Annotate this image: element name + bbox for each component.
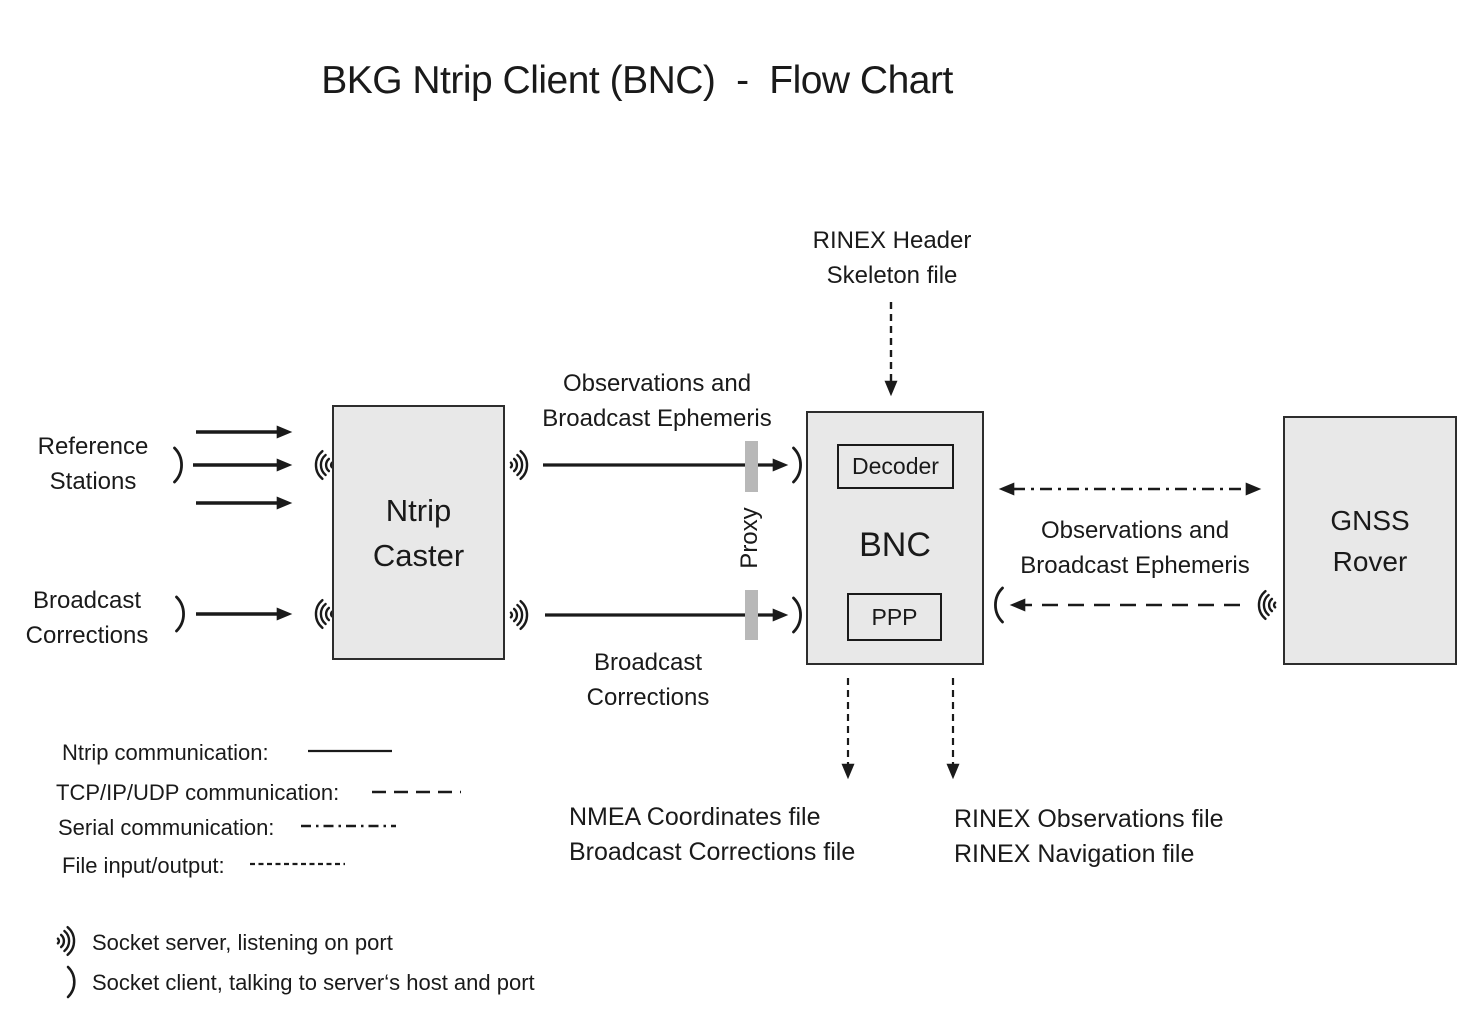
gnss-rover-line1: GNSS [1330,504,1410,536]
nmea-output-label: NMEA Coordinates file Broadcast Correcti… [569,800,899,870]
nmea-output-line1: NMEA Coordinates file [569,803,821,831]
socket-server-icon-caster-out-top [509,450,529,480]
ppp-node: PPP [847,593,942,641]
rinex-output-line1: RINEX Observations file [954,805,1224,833]
obs-ephemeris-bnc-rover-line1: Observations and [1040,517,1230,544]
rinex-output-line2: RINEX Navigation file [954,840,1195,868]
ntrip-caster-node: Ntrip Caster [332,405,505,660]
socket-server-icon-caster-out-bottom [509,600,529,630]
socket-client-icon-legend [66,965,76,999]
gnss-rover-node: GNSS Rover [1283,416,1457,665]
socket-server-icon-rover [1257,590,1277,620]
rinex-output-label: RINEX Observations file RINEX Navigation… [954,802,1284,872]
legend-ntrip-label: Ntrip communication: [62,740,269,765]
bnc-node: Decoder BNC PPP [806,411,984,665]
legend-serial-label: Serial communication: [58,815,275,840]
rinex-header-line1: RINEX Header [812,227,972,254]
proxy-label: Proxy [736,507,763,569]
broadcast-corrections-in-line2: Corrections [25,622,149,649]
broadcast-corrections-in-label: Broadcast Corrections [7,583,167,653]
nmea-output-line2: Broadcast Corrections file [569,838,856,866]
broadcast-corrections-caster-bnc-label: Broadcast Corrections [498,645,798,715]
rinex-header-skeleton-label: RINEX Header Skeleton file [742,223,1042,293]
socket-client-icon-bnc-out [994,586,1004,624]
broadcast-corrections-caster-bnc-line1: Broadcast [593,649,703,676]
socket-client-icon-bnc-in-top [792,446,802,484]
reference-stations-label: Reference Stations [13,429,173,499]
legend-socket-client-label: Socket client, talking to server‘s host … [92,970,535,995]
socket-client-icon-ref-stations [173,446,183,484]
rinex-header-line2: Skeleton file [826,262,958,289]
proxy-bar-top [745,441,758,492]
socket-client-icon-broadcast-corr [175,595,185,633]
reference-stations-line1: Reference [37,433,149,460]
obs-ephemeris-bnc-rover-line2: Broadcast Ephemeris [1020,552,1250,579]
decoder-node: Decoder [837,444,954,489]
bnc-label: BNC [859,526,931,564]
page-title: BKG Ntrip Client (BNC) - Flow Chart [321,59,953,102]
socket-server-icon-legend [56,926,76,956]
reference-stations-line2: Stations [49,468,137,495]
obs-ephemeris-caster-bnc-line2: Broadcast Ephemeris [542,405,772,432]
broadcast-corrections-caster-bnc-line2: Corrections [586,684,710,711]
socket-server-icon-caster-in-top [314,450,334,480]
obs-ephemeris-bnc-rover-label: Observations and Broadcast Ephemeris [985,513,1285,583]
ntrip-caster-line2: Caster [372,537,465,573]
proxy-bar-bottom [745,590,758,640]
ppp-label: PPP [871,603,918,630]
legend-socket-server-label: Socket server, listening on port [92,930,393,955]
reference-stations-arrows [193,425,293,510]
ntrip-caster-line1: Ntrip [385,492,452,528]
socket-server-icon-caster-in-bottom [314,599,334,629]
broadcast-corrections-in-line1: Broadcast [32,587,142,614]
legend-tcpip-label: TCP/IP/UDP communication: [56,780,340,805]
decoder-label: Decoder [852,453,939,479]
socket-client-icon-bnc-in-bottom [792,596,802,634]
obs-ephemeris-caster-bnc-label: Observations and Broadcast Ephemeris [507,366,807,436]
gnss-rover-line2: Rover [1332,545,1408,577]
legend-file-label: File input/output: [62,853,225,878]
obs-ephemeris-caster-bnc-line1: Observations and [562,370,752,397]
